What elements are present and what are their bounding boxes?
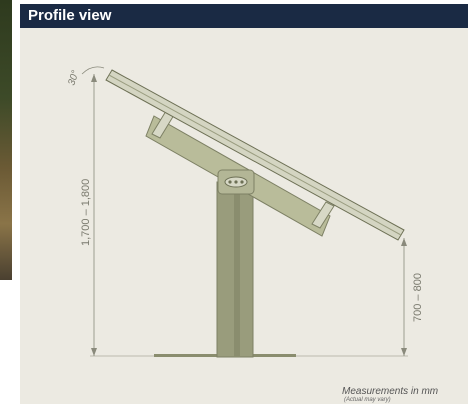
total-height-label: 1,700 – 1,800 bbox=[80, 179, 92, 246]
pivot-bolt bbox=[240, 180, 244, 184]
measurement-note: Measurements in mm bbox=[342, 386, 439, 397]
profile-view-panel: Profile view 30° 1,700 – 1,800 bbox=[20, 4, 468, 404]
dimension-arrowhead bbox=[401, 238, 407, 246]
post-shade bbox=[234, 182, 240, 357]
solar-panel-edge bbox=[108, 74, 402, 236]
pivot-bolt bbox=[234, 180, 238, 184]
profile-diagram: 30° 1,700 – 1,800 700 – 800 bbox=[66, 66, 424, 358]
tilt-angle-label: 30° bbox=[66, 69, 81, 87]
frame-bracket-lower bbox=[311, 201, 335, 229]
angle-arc bbox=[81, 66, 105, 75]
lower-edge-height-label: 700 – 800 bbox=[412, 273, 424, 322]
dimension-arrowhead bbox=[401, 348, 407, 356]
pivot-bolt bbox=[228, 180, 232, 184]
dimension-arrowhead bbox=[91, 348, 97, 356]
dimension-arrowhead bbox=[91, 74, 97, 82]
background-photo-strip bbox=[0, 0, 12, 280]
disclaimer-note: (Actual may vary) bbox=[344, 397, 391, 403]
panel-title: Profile view bbox=[20, 4, 468, 28]
